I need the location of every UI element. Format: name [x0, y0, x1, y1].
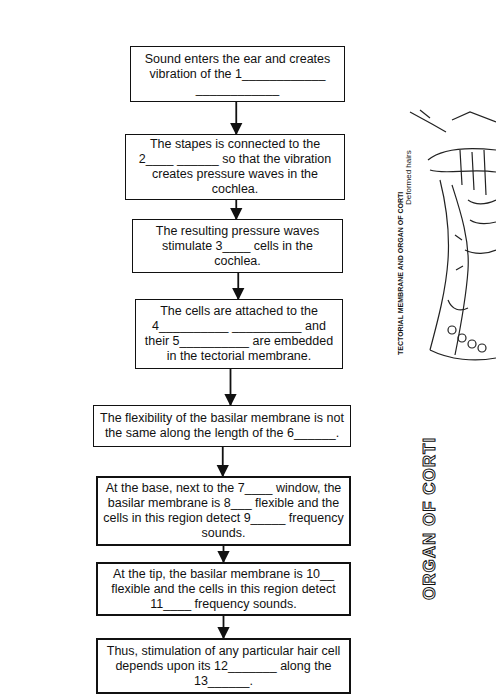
box-text-group: The resulting pressure waves stimulate 3… [138, 224, 337, 269]
flow-arrow [235, 102, 237, 134]
flow-arrow [222, 447, 224, 476]
box-text: Thus, stimulation of any particular hair… [103, 644, 344, 689]
flow-arrow [235, 200, 237, 219]
process-box: The resulting pressure waves stimulate 3… [132, 219, 343, 273]
process-box: The stapes is connected to the 2____ ___… [125, 134, 345, 200]
box-text: At the base, next to the 7____ window, t… [103, 481, 344, 541]
process-box: Sound enters the ear and creates vibrati… [130, 46, 345, 102]
box-text: The cells are attached to the 4_________… [141, 304, 337, 364]
box-text: The flexibility of the basilar membrane … [99, 411, 345, 441]
organ-of-corti-drawing [410, 110, 496, 360]
box-text: Sound enters the ear and creates vibrati… [136, 52, 339, 97]
box-text: The resulting pressure waves stimulate 3… [138, 224, 337, 269]
process-box: The flexibility of the basilar membrane … [93, 405, 351, 447]
flow-arrow [223, 616, 225, 638]
box-text-group: Thus, stimulation of any particular hair… [103, 644, 344, 689]
box-text-group: At the base, next to the 7____ window, t… [103, 481, 344, 541]
box-text-group: Sound enters the ear and creates vibrati… [136, 52, 339, 97]
box-text: At the tip, the basilar membrane is 10__… [103, 567, 344, 612]
box-text-group: The stapes is connected to the 2____ ___… [131, 137, 339, 197]
part-label: TECTORIAL MEMBRANE AND ORGAN OF CORTI [397, 192, 404, 355]
part-label: Deformed hairs [404, 150, 413, 205]
box-text-group: At the tip, the basilar membrane is 10__… [103, 567, 344, 612]
process-box: At the tip, the basilar membrane is 10__… [96, 562, 351, 616]
process-box: At the base, next to the 7____ window, t… [96, 476, 351, 546]
process-box: Thus, stimulation of any particular hair… [96, 638, 351, 694]
flow-arrow [223, 546, 225, 562]
part-label: ORGAN OF CORTI [420, 437, 440, 600]
flow-arrow [230, 369, 232, 405]
box-text: The stapes is connected to the 2____ ___… [131, 137, 339, 197]
box-text-group: The cells are attached to the 4_________… [141, 304, 337, 364]
box-text-group: The flexibility of the basilar membrane … [99, 411, 345, 441]
flow-arrow [237, 273, 239, 299]
process-box: The cells are attached to the 4_________… [135, 299, 343, 369]
